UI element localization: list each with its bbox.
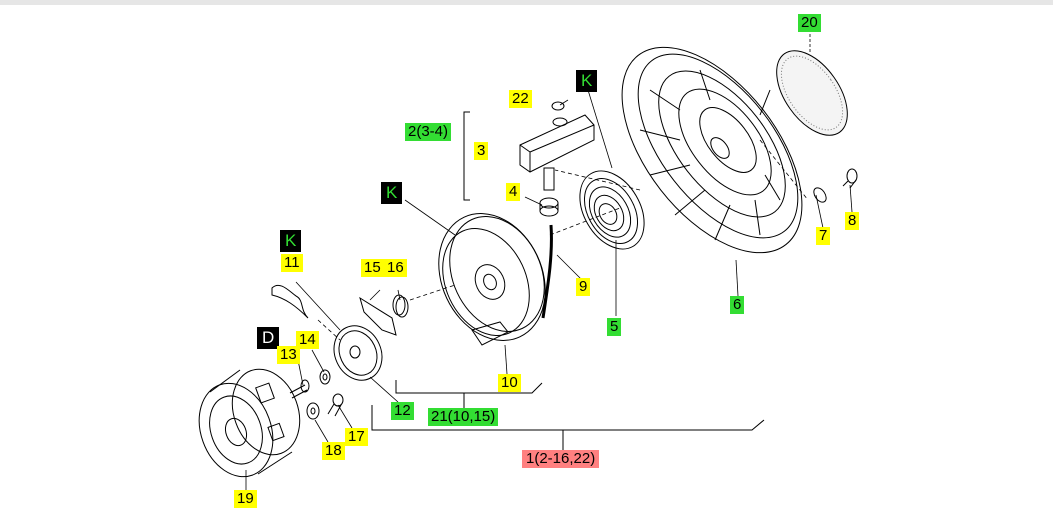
callout-9[interactable]: 9	[576, 278, 591, 296]
callout-12[interactable]: 12	[391, 402, 414, 420]
cup-part-19	[198, 368, 301, 478]
callout-k-mid[interactable]: K	[381, 182, 403, 204]
callout-7[interactable]: 7	[816, 227, 831, 245]
callout-13[interactable]: 13	[277, 346, 300, 364]
callout-1[interactable]: 1(2-16,22)	[522, 450, 600, 468]
housing-part-6	[621, 46, 803, 254]
callout-14[interactable]: 14	[296, 331, 319, 349]
callout-19[interactable]: 19	[234, 490, 257, 508]
leader-lines	[245, 30, 853, 490]
callout-16[interactable]: 16	[384, 259, 407, 277]
washer-part-14	[319, 369, 331, 385]
callout-20[interactable]: 20	[798, 14, 821, 32]
callout-6[interactable]: 6	[730, 296, 745, 314]
screw-part-8	[842, 168, 858, 189]
callout-10[interactable]: 10	[498, 374, 521, 392]
rope-part-9	[541, 224, 553, 319]
callout-k-left[interactable]: K	[280, 230, 302, 252]
callout-22[interactable]: 22	[509, 90, 532, 108]
spring-part-16	[392, 294, 409, 318]
cap-part-22	[551, 101, 565, 111]
callout-d[interactable]: D	[257, 327, 280, 349]
pulley-part-10	[438, 213, 546, 346]
callout-21[interactable]: 21(10,15)	[428, 408, 499, 426]
spring-part-5	[579, 170, 645, 250]
callout-k-top[interactable]: K	[576, 70, 598, 92]
callout-18[interactable]: 18	[322, 442, 345, 460]
handle-part-3	[519, 114, 595, 191]
callout-4[interactable]: 4	[506, 183, 521, 201]
callout-11[interactable]: 11	[281, 254, 303, 272]
callout-3[interactable]: 3	[474, 142, 489, 160]
plate-part-12	[333, 325, 383, 381]
screen-part-20	[776, 50, 848, 136]
insert-part-4	[539, 197, 559, 217]
ratchet-part-15	[359, 296, 397, 336]
callout-2[interactable]: 2(3-4)	[405, 123, 452, 141]
screw-part-17	[327, 393, 344, 417]
wire-spring-part-11	[271, 284, 309, 319]
top-bar	[0, 0, 1053, 5]
washer-part-7	[813, 187, 827, 203]
callout-17[interactable]: 17	[345, 428, 368, 446]
callout-8[interactable]: 8	[845, 212, 860, 230]
callout-5[interactable]: 5	[607, 318, 622, 336]
washer-part-18	[306, 402, 320, 420]
screw-part-13	[289, 379, 310, 399]
callout-15[interactable]: 15	[361, 259, 384, 277]
